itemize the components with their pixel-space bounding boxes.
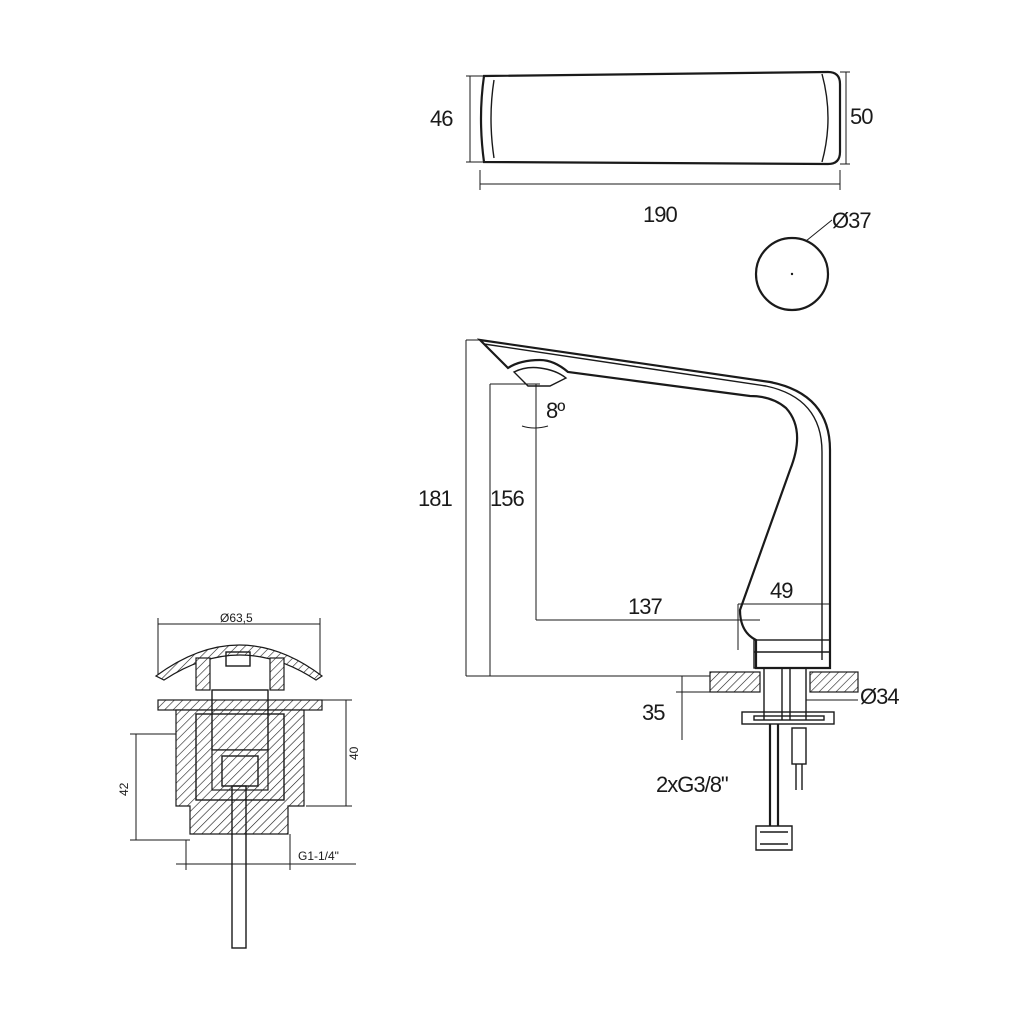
deck-right	[809, 671, 859, 693]
side-dim-reach: 137	[628, 594, 662, 619]
drain-rod	[231, 785, 247, 949]
supply-tail	[791, 727, 807, 765]
side-dim-base-offset: 49	[770, 578, 793, 603]
side-connection-label: 2xG3/8"	[656, 772, 728, 797]
aerator-profile	[512, 366, 568, 387]
base-collar	[753, 639, 831, 669]
side-dim-hole-diameter: Ø34	[860, 684, 899, 709]
side-dim-spout-height: 156	[490, 486, 524, 511]
top-view-outline	[479, 70, 842, 166]
top-view-inner-edge	[490, 79, 495, 159]
side-view: 181 156 8º 137 49 35 Ø34 2xG3/8"	[418, 338, 900, 851]
aerator-dim-diameter: Ø37	[832, 208, 871, 233]
top-view-dim-left: 46	[430, 106, 453, 131]
faucet-top-edge	[483, 343, 823, 660]
mounting-nut	[741, 711, 835, 725]
drain-stem-top	[225, 651, 251, 667]
drain-flange	[157, 699, 323, 711]
drain-dim-cap-diameter: Ø63,5	[220, 611, 253, 625]
side-dim-angle: 8º	[546, 398, 565, 423]
side-dim-deck-thickness: 35	[642, 700, 665, 725]
drain-cap	[154, 644, 324, 681]
deck-left	[709, 671, 761, 693]
drain-view: Ø63,5 40 42 G1-1/4"	[117, 611, 361, 949]
top-view-dim-width: 190	[643, 202, 677, 227]
aerator-view: Ø37	[754, 208, 872, 312]
drain-dim-body-height: 40	[347, 746, 361, 760]
drain-thread-label: G1-1/4"	[298, 849, 339, 863]
faucet-body-outline	[476, 338, 832, 670]
top-view: 46 50 190	[430, 70, 874, 227]
top-view-dim-right: 50	[850, 104, 873, 129]
hose-connector	[755, 825, 793, 851]
aerator-circle	[754, 236, 830, 312]
drain-dim-total-height: 42	[117, 782, 131, 796]
side-dim-total-height: 181	[418, 486, 452, 511]
top-view-spout-edge	[821, 73, 829, 163]
